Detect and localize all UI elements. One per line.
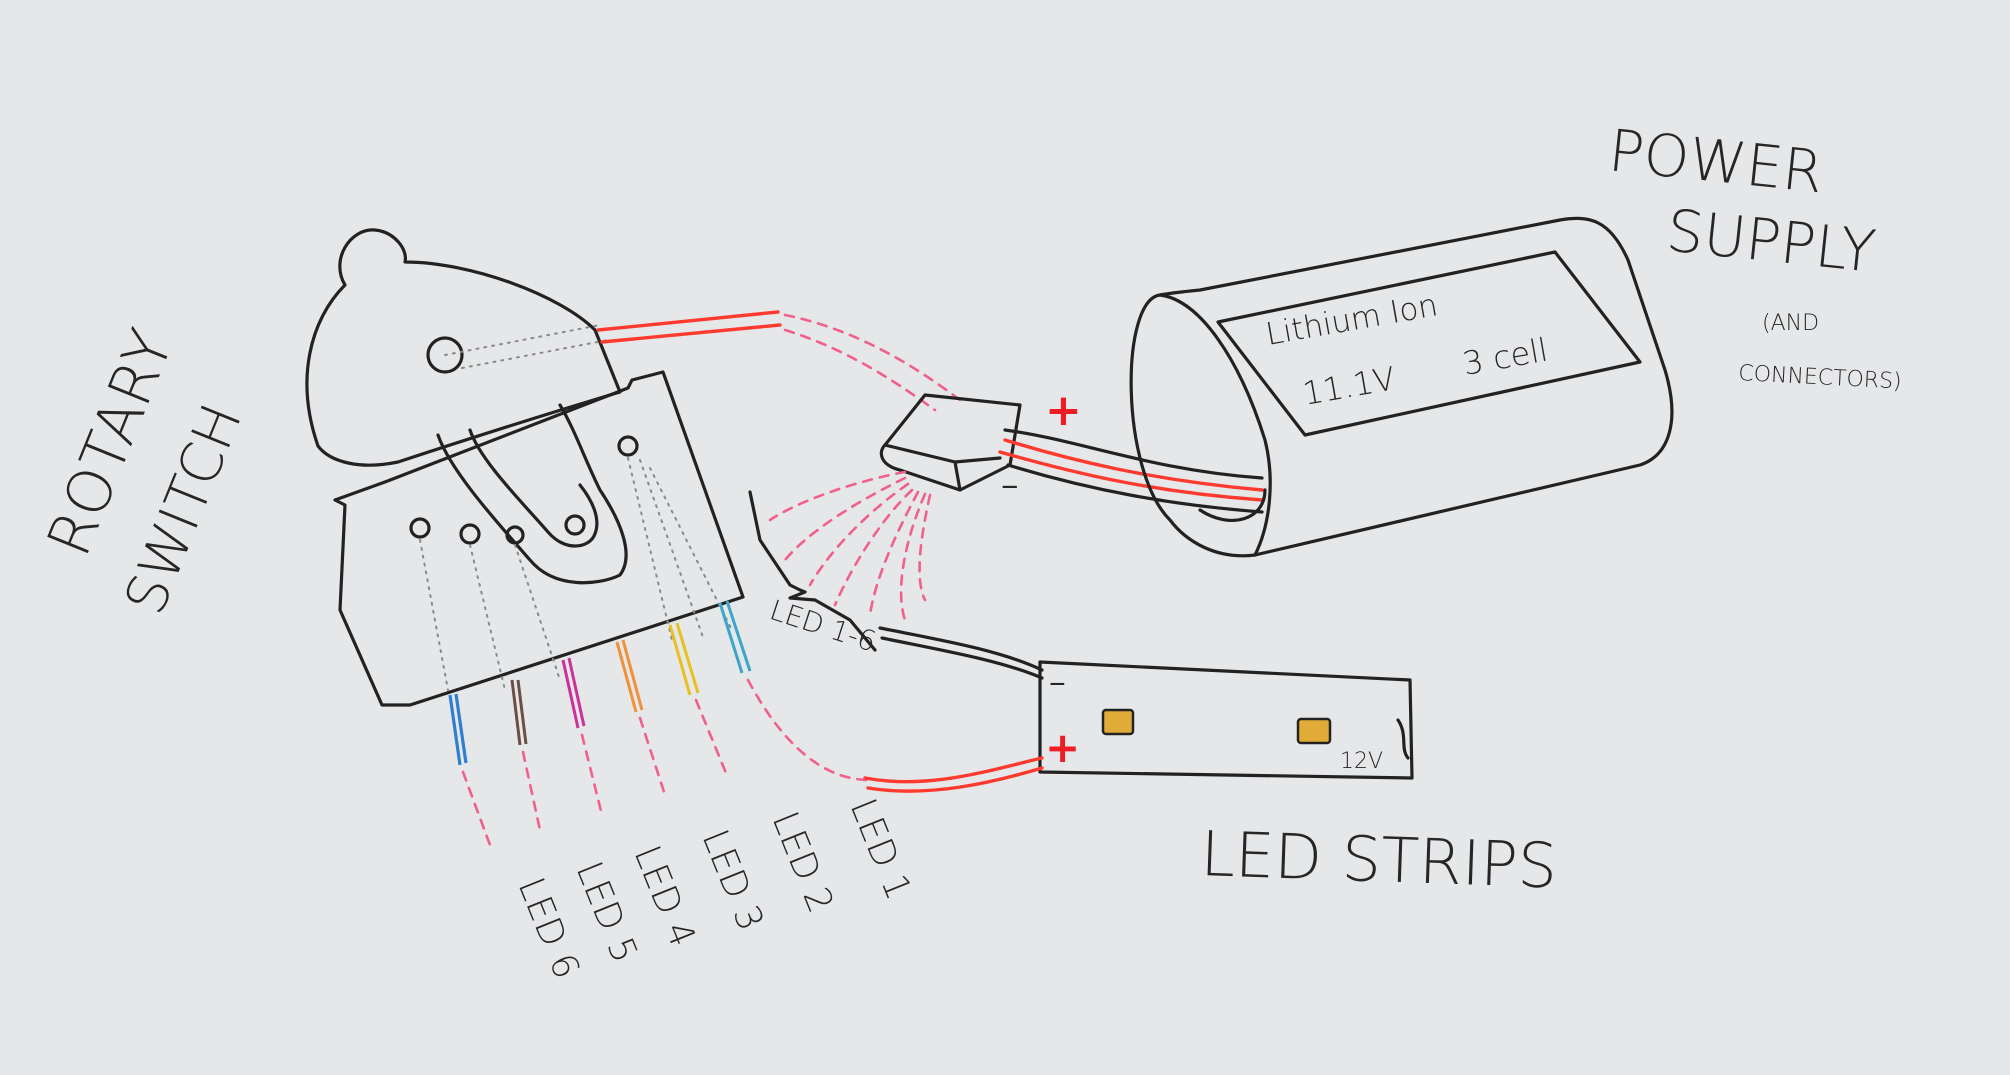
switch-trace bbox=[461, 339, 609, 369]
led-label-1: LED 1 bbox=[842, 793, 919, 906]
wire-teal-2 bbox=[725, 600, 752, 672]
led-strip-end bbox=[1396, 718, 1410, 760]
wire-teal bbox=[718, 602, 744, 674]
connector-edge bbox=[953, 460, 962, 492]
led-strip bbox=[1038, 660, 1414, 780]
switch-contact-hole bbox=[505, 525, 525, 545]
connector-face bbox=[883, 443, 1002, 464]
switch-base-plate bbox=[333, 370, 745, 707]
switch-trace bbox=[627, 457, 673, 641]
wire-yellow bbox=[668, 624, 692, 696]
wire-blue-2 bbox=[454, 693, 468, 764]
switch-trace bbox=[649, 467, 733, 631]
switch-contact-hole bbox=[617, 435, 639, 457]
switch-contact-hole bbox=[459, 523, 481, 545]
led-label-3: LED 3 bbox=[694, 824, 771, 937]
led-chip bbox=[1101, 708, 1135, 736]
wire-brown bbox=[510, 679, 522, 746]
strip-voltage: 12V bbox=[1340, 749, 1383, 774]
strip-minus: - bbox=[1048, 651, 1067, 711]
switch-to-connector-dash-2 bbox=[783, 328, 937, 412]
dash-led6 bbox=[461, 770, 492, 847]
wire-yellow-2 bbox=[675, 622, 700, 694]
connector-minus: - bbox=[1000, 452, 1020, 515]
dash-led4 bbox=[580, 733, 604, 817]
connector bbox=[879, 393, 1022, 492]
connector-plus: + bbox=[1045, 385, 1082, 436]
wire-blue bbox=[448, 694, 462, 766]
switch-output-dashes bbox=[461, 678, 872, 847]
switch-trace bbox=[444, 324, 601, 356]
power-supply-label-line1: POWER bbox=[1606, 116, 1827, 206]
led-bundle-bracket bbox=[748, 490, 877, 652]
switch-contact-center bbox=[564, 514, 586, 536]
switch-to-connector-dash bbox=[783, 313, 962, 402]
battery-label-panel bbox=[1216, 250, 1642, 437]
led-label-2: LED 2 bbox=[764, 806, 841, 919]
wire-brown-2 bbox=[516, 679, 528, 745]
wire-magenta-2 bbox=[567, 657, 586, 727]
switch-trace bbox=[419, 539, 449, 691]
battery-cells: 3 cell bbox=[1460, 331, 1551, 383]
battery-voltage: 11.1V bbox=[1300, 359, 1398, 413]
switch-red-wire-2 bbox=[600, 323, 782, 344]
dash-led5 bbox=[521, 750, 542, 832]
led-strip-body bbox=[1038, 660, 1414, 780]
battery-black-wire bbox=[1003, 428, 1264, 480]
battery-body bbox=[1129, 216, 1674, 558]
power-supply-note-line1: (AND bbox=[1762, 311, 1819, 336]
led-output-labels: LED 1 LED 2 LED 3 LED 4 LED 5 LED 6 bbox=[510, 793, 919, 985]
switch-trace bbox=[639, 459, 705, 641]
switch-red-wire bbox=[596, 310, 780, 332]
switch-output-wires bbox=[448, 600, 752, 766]
connector-fan-dashes bbox=[768, 470, 932, 622]
switch-wiper-inner bbox=[468, 428, 599, 548]
switch-contact-hole bbox=[409, 517, 431, 539]
switch-knob-hole bbox=[426, 336, 464, 374]
battery-black-wire-2 bbox=[1006, 463, 1264, 514]
led-chip bbox=[1296, 717, 1332, 745]
rotary-switch bbox=[305, 228, 745, 707]
switch-wiper bbox=[436, 403, 628, 585]
strip-red-wire-2 bbox=[866, 766, 1044, 793]
strip-red-wire bbox=[863, 756, 1044, 784]
battery-pack bbox=[1129, 216, 1674, 558]
connector-body bbox=[879, 393, 1022, 492]
dash-led3 bbox=[638, 716, 667, 797]
dash-led2 bbox=[694, 698, 730, 780]
wire-orange-2 bbox=[621, 639, 644, 711]
battery-red-wire bbox=[1003, 438, 1264, 492]
battery-side bbox=[1158, 293, 1272, 557]
wire-magenta bbox=[561, 659, 580, 729]
led-strips-label: LED STRIPS bbox=[1199, 817, 1558, 902]
strip-plus: + bbox=[1045, 723, 1080, 772]
power-supply-label-line2: SUPPLY bbox=[1664, 196, 1879, 286]
wire-orange bbox=[615, 641, 638, 713]
dash-led1 bbox=[746, 678, 872, 782]
battery-type: Lithium Ion bbox=[1263, 287, 1440, 353]
battery-red-wire-2 bbox=[998, 450, 1264, 502]
switch-trace bbox=[514, 544, 561, 681]
strip-black-wire bbox=[878, 626, 1044, 672]
strip-black-wire-2 bbox=[880, 636, 1044, 680]
switch-knob bbox=[305, 228, 622, 467]
battery-lead-pocket bbox=[1198, 488, 1267, 522]
power-supply-note-line2: CONNECTORS) bbox=[1738, 361, 1903, 395]
switch-trace bbox=[469, 544, 506, 691]
